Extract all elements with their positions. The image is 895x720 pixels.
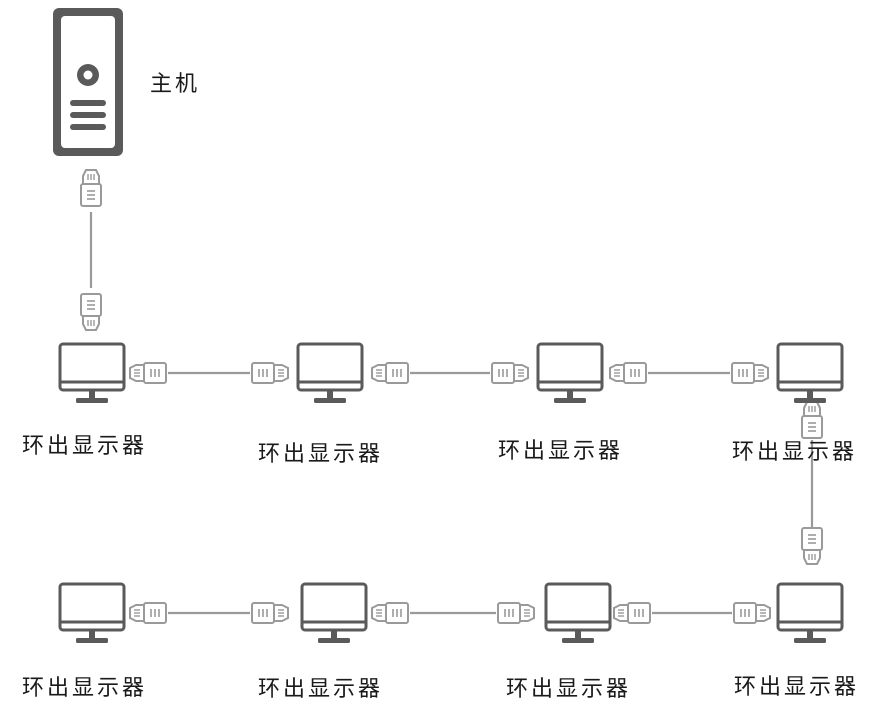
hdmi-connector-icon	[801, 527, 823, 565]
hdmi-cable	[371, 602, 535, 624]
hdmi-connector-icon	[491, 362, 529, 384]
monitor-label-6: 环出显示器	[258, 677, 384, 702]
hdmi-cable	[129, 602, 289, 624]
monitor-label-8: 环出显示器	[734, 675, 860, 700]
hdmi-connector-icon	[371, 602, 409, 624]
monitor-icon	[776, 582, 844, 645]
hdmi-connector-icon	[80, 293, 102, 331]
hdmi-connector-icon	[731, 362, 769, 384]
hdmi-connector-icon	[80, 169, 102, 207]
hdmi-connector-icon	[129, 362, 167, 384]
hdmi-connector-icon	[371, 362, 409, 384]
monitor-icon	[58, 582, 126, 645]
hdmi-cable-host	[80, 169, 102, 331]
hdmi-connector-icon	[251, 362, 289, 384]
monitor-label-3: 环出显示器	[498, 439, 624, 464]
monitor-icon	[296, 342, 364, 405]
monitor-label-2: 环出显示器	[258, 442, 384, 467]
monitor-icon	[58, 342, 126, 405]
hdmi-cable	[129, 362, 289, 384]
hdmi-connector-icon	[251, 602, 289, 624]
monitor-icon	[536, 342, 604, 405]
host-label: 主机	[150, 72, 201, 97]
monitor-icon	[300, 582, 368, 645]
hdmi-connector-icon	[609, 362, 647, 384]
hdmi-connector-icon	[613, 602, 651, 624]
monitor-label-5: 环出显示器	[22, 676, 148, 701]
hdmi-cable	[613, 602, 771, 624]
hdmi-connector-icon	[497, 602, 535, 624]
monitor-icon	[544, 582, 612, 645]
monitor-icon	[776, 342, 844, 405]
hdmi-cable	[609, 362, 769, 384]
hdmi-cable-vertical-right	[801, 401, 823, 565]
hdmi-cable	[371, 362, 529, 384]
monitor-label-7: 环出显示器	[506, 677, 632, 702]
hdmi-connector-icon	[801, 401, 823, 439]
desktop-tower-icon	[53, 8, 123, 156]
monitor-label-4: 环出显示器	[732, 440, 858, 465]
hdmi-connector-icon	[129, 602, 167, 624]
hdmi-connector-icon	[733, 602, 771, 624]
monitor-label-1: 环出显示器	[22, 434, 148, 459]
